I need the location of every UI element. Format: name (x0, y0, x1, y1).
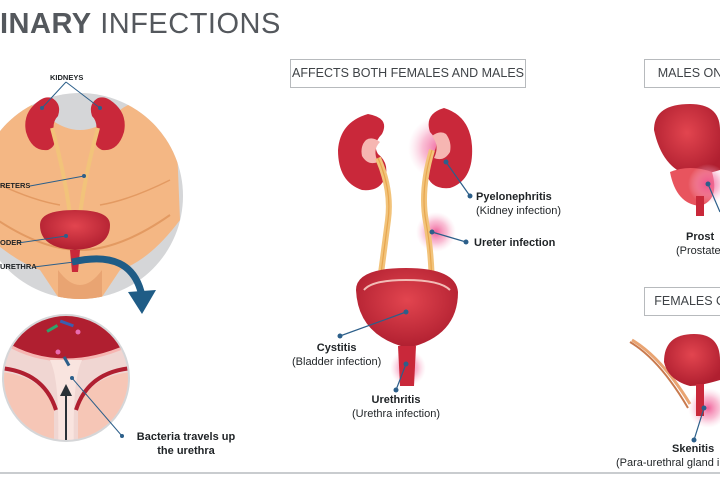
bottom-divider (0, 472, 720, 474)
label-urethritis: Urethritis (Urethra infection) (351, 394, 441, 420)
body-anatomy-illustration (0, 81, 183, 299)
section-header-males: MALES ON (644, 59, 720, 88)
page-title: INARY INFECTIONS (0, 8, 281, 40)
label-ureters: RETERS (0, 181, 31, 190)
label-kidneys: KIDNEYS (50, 73, 84, 82)
label-urethra: URETHRA (0, 262, 37, 271)
curved-arrow-icon (71, 255, 156, 314)
label-pyelonephritis: Pyelonephritis (Kidney infection) (476, 191, 561, 217)
section-header-both: AFFECTS BOTH FEMALES AND MALES (290, 59, 526, 88)
bacteria-caption: Bacteria travels up the urethra (136, 431, 236, 457)
label-prostatitis: Prost (Prostate (676, 231, 720, 257)
ureter-infection-glow (416, 212, 456, 252)
label-ureter-infection: Ureter infection (474, 237, 556, 249)
urethra-zoom-illustration (2, 314, 130, 442)
urinary-tract-diagram (337, 108, 473, 393)
label-skenitis: Skenitis (Para-urethral gland i (616, 443, 720, 469)
section-header-females: FEMALES O (644, 287, 720, 316)
label-cystitis: Cystitis (Bladder infection) (292, 342, 382, 368)
label-bladder: ODER (0, 238, 22, 247)
male-prostate-diagram (654, 104, 720, 216)
female-skene-gland-diagram (629, 334, 720, 443)
